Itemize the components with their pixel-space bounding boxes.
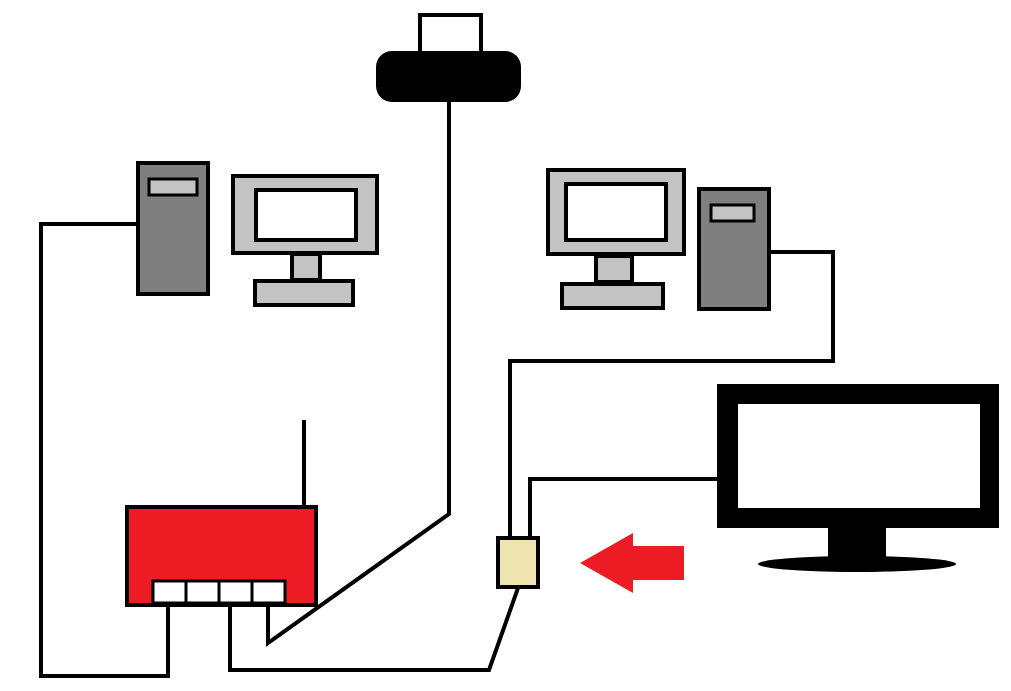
printer-paper	[418, 13, 483, 57]
router-port-4	[250, 579, 287, 605]
right-pc-tower-icon	[697, 187, 771, 311]
tv-screen	[738, 404, 980, 508]
printer-body	[376, 51, 521, 102]
right-monitor-base	[560, 282, 665, 310]
router-icon	[125, 505, 318, 607]
left-monitor-base	[253, 279, 355, 307]
right-monitor-screen	[564, 182, 668, 242]
left-monitor-icon	[231, 174, 379, 307]
left-pc-tower-icon	[136, 161, 210, 296]
wire-tv-to-switch	[528, 477, 721, 540]
wire-right-pc-to-switch	[508, 250, 835, 540]
left-tower-drive-bay	[147, 177, 199, 197]
right-monitor-neck	[594, 254, 634, 284]
wire-router-to-switch	[228, 585, 521, 672]
wire-left-pc-to-router	[39, 222, 170, 678]
tv-base	[758, 556, 956, 572]
network-switch-icon	[496, 536, 540, 589]
printer-icon	[376, 13, 521, 102]
router-port-3	[217, 579, 254, 605]
wires	[39, 101, 835, 678]
right-tower-drive-bay	[709, 203, 756, 223]
router-port-1	[151, 579, 188, 605]
left-monitor-screen	[254, 188, 358, 242]
left-monitor-neck	[290, 252, 322, 282]
arrow-left-icon	[580, 533, 684, 593]
right-monitor-icon	[546, 168, 686, 310]
tv-icon	[717, 384, 999, 572]
router-ports	[151, 579, 287, 605]
wire-printer-to-router	[266, 101, 451, 647]
router-port-2	[184, 579, 221, 605]
